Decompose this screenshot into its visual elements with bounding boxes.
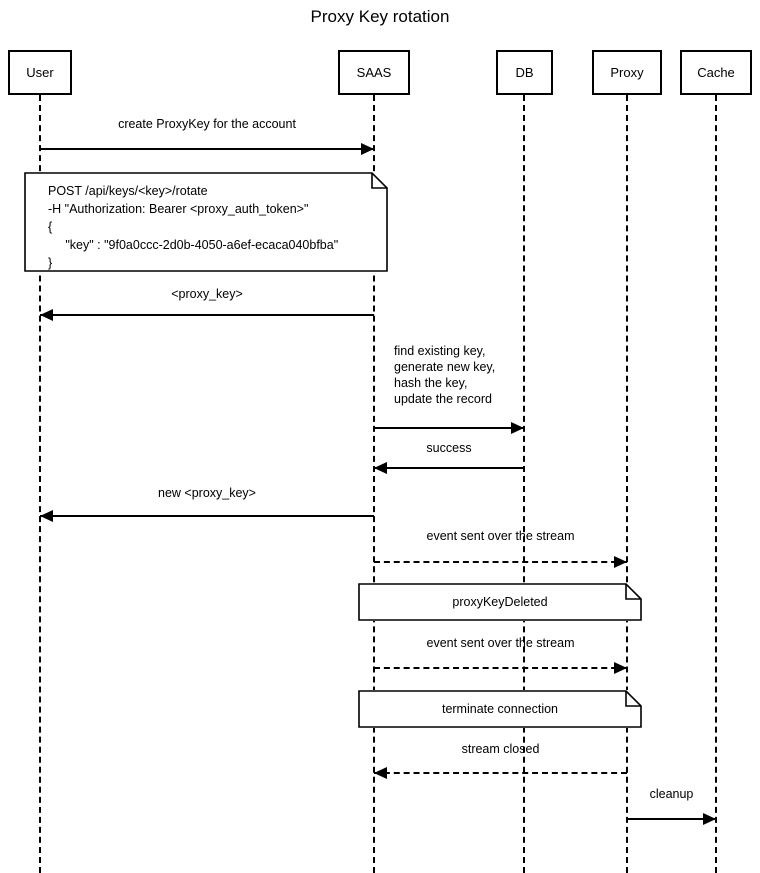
message-label-saas-to-db-update: find existing key, generate new key, has… [394, 344, 496, 406]
note-proxy-key-deleted-note: proxyKeyDeleted [358, 583, 642, 621]
participant-label: SAAS [356, 65, 392, 80]
participant-label: Proxy [610, 65, 644, 80]
arrowhead-cleanup [703, 813, 716, 825]
lifeline-saas [373, 95, 375, 873]
note-request-note: POST /api/keys/<key>/rotate -H "Authoriz… [24, 172, 388, 272]
message-line-saas-to-db-update [374, 427, 524, 429]
message-label-cleanup: cleanup [649, 787, 694, 801]
arrowhead-saas-to-db-update [511, 422, 524, 434]
message-line-event-stream-1 [374, 561, 627, 563]
message-line-create-proxykey [40, 148, 374, 150]
note-shape-icon [24, 172, 388, 272]
lifeline-proxy [626, 95, 628, 873]
arrowhead-event-stream-2 [614, 662, 627, 674]
message-line-proxy-key-response [40, 314, 374, 316]
message-line-event-stream-2 [374, 667, 627, 669]
participant-label: DB [515, 65, 534, 80]
arrowhead-db-success [374, 462, 387, 474]
arrowhead-new-proxy-key [40, 510, 53, 522]
note-text: POST /api/keys/<key>/rotate -H "Authoriz… [48, 184, 339, 270]
arrowhead-create-proxykey [361, 143, 374, 155]
arrowhead-event-stream-1 [614, 556, 627, 568]
page-title: Proxy Key rotation [310, 7, 450, 26]
note-shape-icon [358, 583, 642, 621]
participant-saas[interactable]: SAAS [338, 50, 410, 95]
lifeline-cache [715, 95, 717, 873]
participant-label: User [26, 65, 54, 80]
participant-user[interactable]: User [8, 50, 72, 95]
participant-cache[interactable]: Cache [680, 50, 752, 95]
message-line-db-success [374, 467, 524, 469]
participant-db[interactable]: DB [496, 50, 553, 95]
lifeline-db [523, 95, 525, 873]
message-label-db-success: success [426, 441, 472, 455]
note-text: proxyKeyDeleted [452, 595, 548, 609]
message-line-stream-closed [374, 772, 627, 774]
message-label-event-stream-2: event sent over the stream [426, 636, 575, 650]
message-label-proxy-key-response: <proxy_key> [171, 287, 243, 301]
message-line-cleanup [627, 818, 716, 820]
message-label-event-stream-1: event sent over the stream [426, 529, 575, 543]
participant-label: Cache [697, 65, 735, 80]
message-label-new-proxy-key: new <proxy_key> [158, 486, 256, 500]
participant-proxy[interactable]: Proxy [592, 50, 662, 95]
arrowhead-proxy-key-response [40, 309, 53, 321]
message-line-new-proxy-key [40, 515, 374, 517]
note-terminate-connection-note: terminate connection [358, 690, 642, 728]
message-label-create-proxykey: create ProxyKey for the account [118, 117, 296, 131]
note-shape-icon [358, 690, 642, 728]
lifeline-user [39, 95, 41, 873]
arrowhead-stream-closed [374, 767, 387, 779]
message-label-stream-closed: stream closed [461, 742, 540, 756]
note-text: terminate connection [441, 702, 559, 716]
